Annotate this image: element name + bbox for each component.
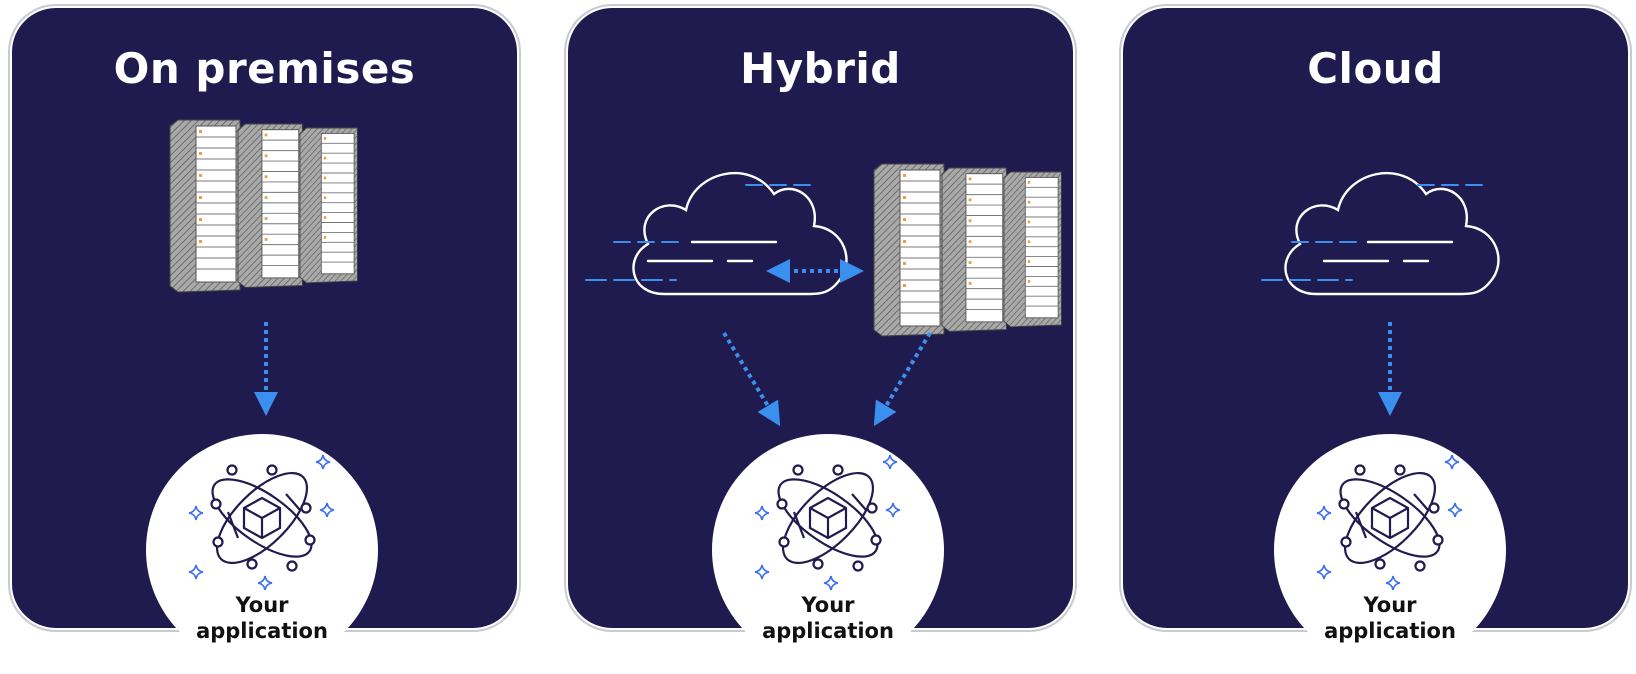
app-label: Your application [718,592,938,644]
speed-lines [1261,184,1491,281]
app-label-line2: application [762,619,894,643]
speed-lines [585,184,811,281]
server-rack-icon [169,119,358,293]
app-circle [146,434,378,666]
panel-title: Hybrid [740,44,901,93]
app-label: Your application [1280,592,1500,644]
panel-title: On premises [113,44,416,93]
dotted-arrow-icon [722,331,781,427]
app-label-line2: application [1324,619,1456,643]
server-rack-icon [873,163,1062,337]
app-label-line1: Your [801,593,855,617]
app-circle [1274,434,1506,666]
app-label-line1: Your [235,593,289,617]
app-label-line1: Your [1363,593,1417,617]
dotted-arrow-icon [873,331,932,427]
panel-title: Cloud [1307,44,1444,93]
cloud-icon [1284,171,1500,296]
app-circle [712,434,944,666]
app-label-line2: application [196,619,328,643]
cloud-icon [632,171,848,296]
app-label: Your application [152,592,372,644]
